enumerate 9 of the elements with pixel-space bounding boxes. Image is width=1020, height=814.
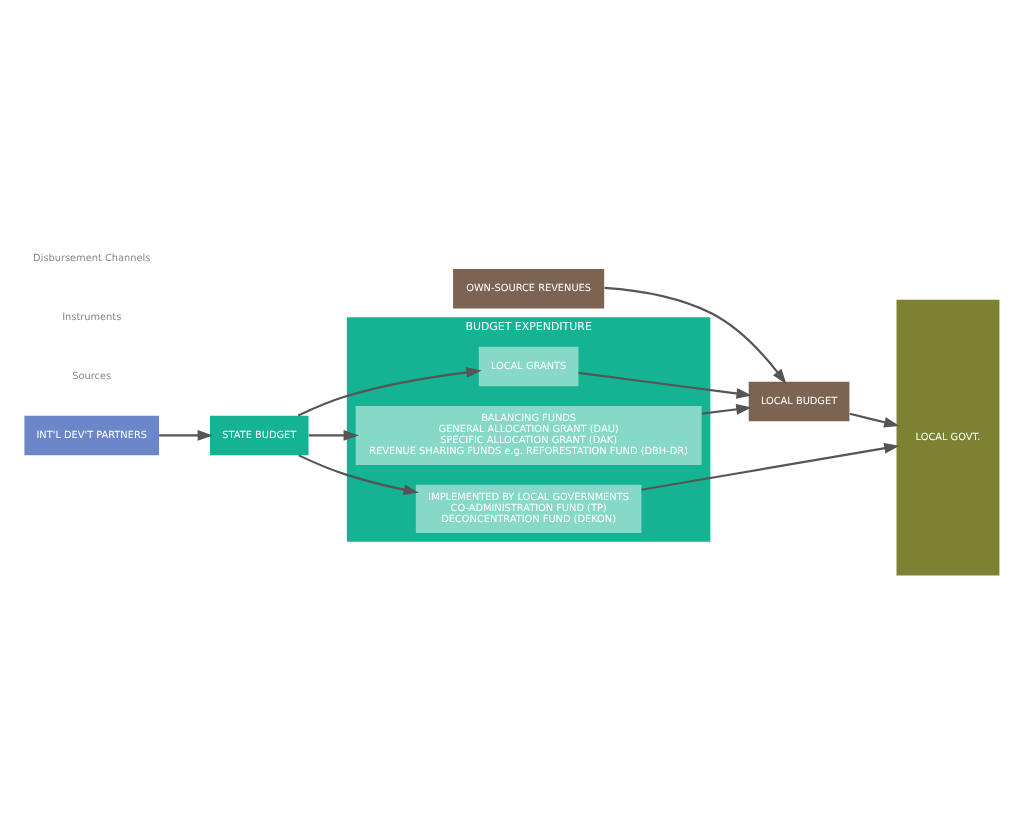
arrow bbox=[578, 371, 752, 399]
arrow bbox=[297, 367, 482, 417]
arrow bbox=[159, 430, 213, 441]
arrow bbox=[308, 430, 359, 441]
arrow bbox=[604, 286, 787, 385]
arrow bbox=[849, 412, 900, 428]
arrow bbox=[298, 454, 419, 495]
arrow bbox=[641, 443, 900, 491]
arrow bbox=[701, 404, 752, 415]
